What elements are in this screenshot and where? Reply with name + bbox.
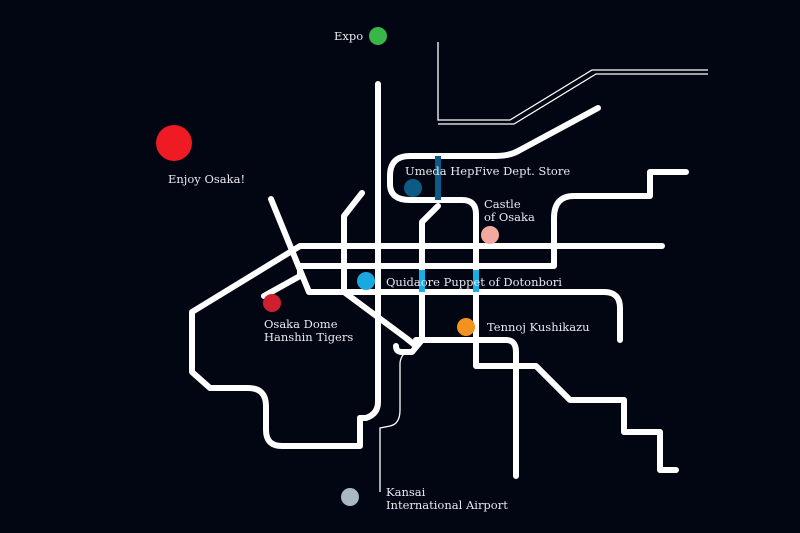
highlight-segments [419, 156, 479, 292]
title-dot [156, 125, 192, 161]
station-dot-tennoj[interactable] [457, 318, 475, 336]
southeast-line [473, 337, 679, 473]
station-dot-expo[interactable] [369, 27, 387, 45]
station-umeda[interactable]: Umeda HepFive Dept. Store [404, 164, 570, 197]
rail-lines [189, 81, 689, 479]
northeast-thin-line-a [437, 42, 708, 121]
airport-thin-line [379, 349, 409, 492]
station-quidaore[interactable]: Quidaore Puppet of Dotonbori [357, 272, 562, 290]
dome-spur-line [261, 263, 303, 299]
station-label-umeda: Umeda HepFive Dept. Store [405, 164, 570, 178]
station-dot-quidaore[interactable] [357, 272, 375, 290]
northwest-branch-line [341, 190, 419, 349]
west-loop-line [189, 243, 363, 449]
station-label-tennoj: Tennoj Kushikazu [487, 320, 590, 334]
page-title: Enjoy Osaka! [168, 172, 245, 186]
station-label-castle: Castle of Osaka [484, 197, 535, 224]
central-vertical-line [393, 203, 441, 355]
station-kansai[interactable]: Kansai International Airport [341, 485, 508, 512]
station-label-expo: Expo [334, 29, 363, 43]
station-castle[interactable]: Castle of Osaka [481, 197, 535, 244]
station-dot-dome[interactable] [263, 294, 281, 312]
station-label-quidaore: Quidaore Puppet of Dotonbori [386, 275, 562, 289]
station-label-kansai: Kansai International Airport [386, 485, 508, 512]
station-tennoj[interactable]: Tennoj Kushikazu [457, 318, 590, 336]
thin-rail-lines [379, 42, 708, 492]
station-expo[interactable]: Expo [334, 27, 387, 45]
northeast-thin-line-b [438, 73, 708, 125]
station-dot-castle[interactable] [481, 226, 499, 244]
station-label-dome: Osaka Dome Hanshin Tigers [264, 317, 353, 344]
station-dot-umeda[interactable] [404, 179, 422, 197]
station-dome[interactable]: Osaka Dome Hanshin Tigers [263, 294, 353, 344]
expo-line [357, 81, 381, 421]
diagonal-line [268, 196, 623, 343]
station-dot-kansai[interactable] [341, 488, 359, 506]
central-box-line [297, 169, 689, 269]
